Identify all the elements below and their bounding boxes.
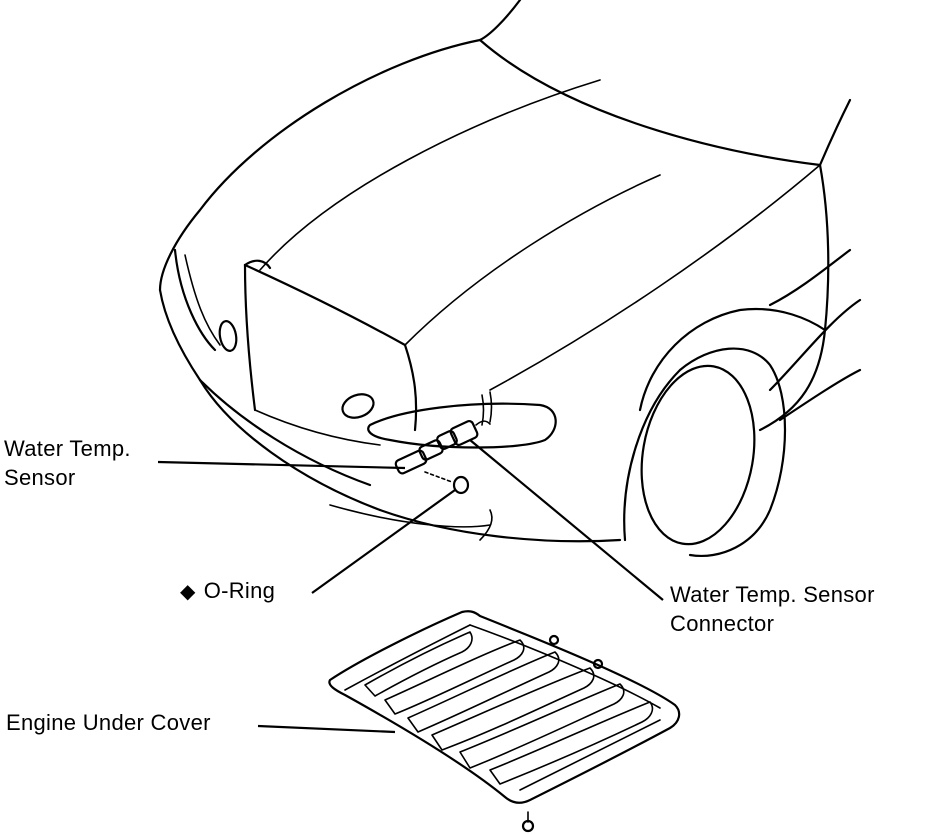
label-water-temp-sensor-connector: Water Temp. Sensor Connector [670,580,875,638]
label-engine-under-cover-text: Engine Under Cover [6,710,211,735]
diamond-icon: ◆ [180,581,196,603]
label-water-temp-sensor-line2: Sensor [4,465,76,490]
leader-engine-under-cover [257,724,396,734]
label-o-ring-text: O-Ring [203,578,276,603]
label-engine-under-cover: Engine Under Cover [6,708,211,737]
car-body [158,0,862,557]
leader-connector [469,439,664,601]
label-connector-line2: Connector [670,611,775,636]
label-water-temp-sensor-line1: Water Temp. [4,436,131,461]
label-water-temp-sensor: Water Temp. Sensor [4,434,131,492]
label-connector-line1: Water Temp. Sensor [670,582,875,607]
label-o-ring: ◆ O-Ring [180,576,275,607]
leader-lines [157,439,664,734]
o-ring-part [424,471,470,495]
sensor-connector-part [449,419,491,447]
leader-o-ring [311,489,456,594]
leader-water-temp-sensor [157,460,406,470]
engine-under-cover-part [328,610,681,833]
